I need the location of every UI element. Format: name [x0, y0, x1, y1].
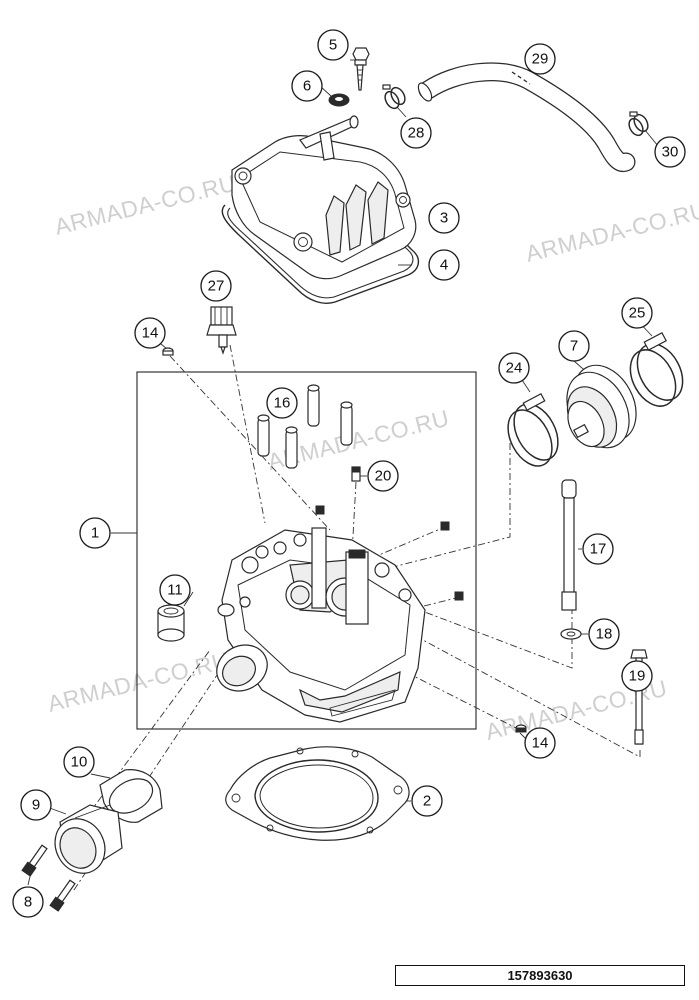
- callout-label: 9: [32, 797, 40, 814]
- callout-label: 11: [167, 582, 183, 599]
- head-gasket: [225, 746, 410, 841]
- document-number: 157893630: [395, 965, 685, 986]
- watermark: ARMADA-CO.RU: [45, 647, 232, 717]
- callout-label: 1: [91, 525, 99, 542]
- valve-cover: [231, 115, 417, 280]
- callout-29: 29: [524, 43, 556, 75]
- callout-4: 4: [428, 249, 460, 281]
- callout-18: 18: [588, 618, 620, 650]
- callout-label: 19: [629, 668, 646, 685]
- intake-flange: [566, 364, 637, 449]
- cover-gasket: [221, 204, 419, 304]
- callout-20: 20: [367, 460, 399, 492]
- callout-24: 24: [498, 352, 530, 384]
- callout-9: 9: [20, 789, 52, 821]
- valve-guides: [257, 384, 353, 469]
- callout-label: 30: [662, 144, 679, 161]
- callout-8: 8: [12, 886, 44, 918]
- callout-label: 14: [532, 735, 549, 752]
- head-bolt: [630, 649, 648, 745]
- callout-label: 17: [590, 541, 607, 558]
- washer: [560, 628, 582, 640]
- intake-rubber: [54, 804, 123, 874]
- callout-label: 8: [24, 894, 32, 911]
- callout-label: 29: [532, 51, 549, 68]
- callout-19: 19: [621, 660, 653, 692]
- callout-label: 20: [375, 468, 392, 485]
- callout-label: 3: [440, 210, 448, 227]
- callout-14-top: 14: [134, 317, 166, 349]
- callouts: 1 2 3 4 5 6 7 8 9 10 11 14 14 16 17 18 1…: [12, 29, 686, 918]
- callout-label: 25: [629, 305, 646, 322]
- callout-10: 10: [63, 746, 95, 778]
- callout-label: 27: [208, 278, 225, 295]
- callout-17: 17: [582, 533, 614, 565]
- small-screws: [315, 505, 464, 601]
- callout-label: 24: [506, 360, 523, 377]
- long-stud: [561, 479, 577, 611]
- callout-3: 3: [428, 202, 460, 234]
- callout-label: 18: [596, 626, 613, 643]
- cover-screw: [352, 47, 370, 91]
- intake-bolts: [21, 844, 76, 912]
- rubber-seal: [328, 93, 350, 107]
- callout-2: 2: [411, 785, 443, 817]
- temperature-sensor: [206, 306, 237, 355]
- callout-16: 16: [266, 387, 298, 419]
- stud-bolt: [351, 466, 361, 482]
- callout-1: 1: [79, 517, 111, 549]
- clamp-24: [507, 392, 559, 467]
- clamp-25: [629, 331, 684, 407]
- callout-14-bottom: 14: [524, 727, 556, 759]
- callout-label: 7: [570, 338, 578, 355]
- callout-label: 6: [303, 78, 311, 95]
- callout-5: 5: [317, 29, 349, 61]
- callout-label: 5: [329, 37, 337, 54]
- cylinder-head: [216, 527, 426, 723]
- callout-27: 27: [200, 270, 232, 302]
- watermark: ARMADA-CO.RU: [52, 170, 239, 240]
- breather-hose: [417, 62, 636, 172]
- callout-label: 28: [408, 125, 425, 142]
- cylinder-head-group-frame: [136, 371, 477, 730]
- callout-30: 30: [654, 136, 686, 168]
- callout-label: 4: [440, 257, 448, 274]
- callout-label: 14: [142, 325, 159, 342]
- callout-label: 2: [423, 793, 431, 810]
- hose-clamp-30: [628, 111, 649, 137]
- callout-label: 16: [274, 395, 291, 412]
- callout-25: 25: [621, 297, 653, 329]
- callout-7: 7: [558, 330, 590, 362]
- callout-6: 6: [291, 70, 323, 102]
- callout-label: 10: [71, 754, 88, 771]
- callout-28: 28: [400, 117, 432, 149]
- screw-plug-bottom: [515, 724, 527, 733]
- watermark: ARMADA-CO.RU: [523, 197, 699, 267]
- callout-11: 11: [159, 574, 191, 606]
- sleeve: [157, 604, 185, 642]
- screw-plug-top: [162, 347, 174, 356]
- hose-clamp-28: [382, 84, 406, 110]
